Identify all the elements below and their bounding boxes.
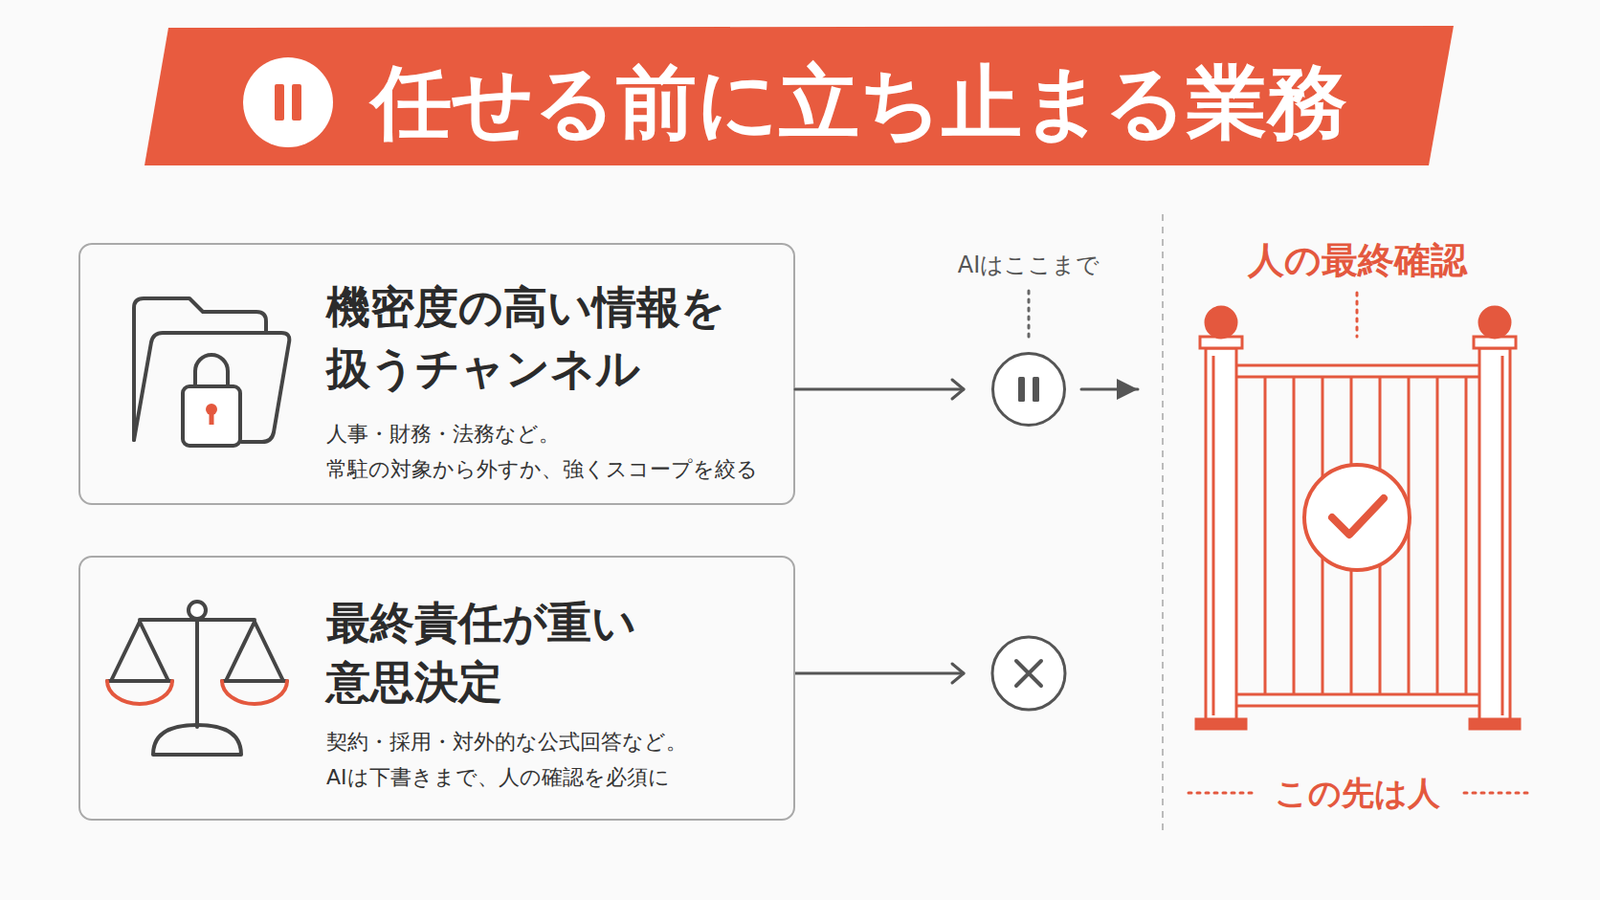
title-banner <box>144 25 1454 166</box>
title-text: 任せる前に立ち止まる業務 <box>371 62 1348 143</box>
gate-illustration <box>1205 307 1237 338</box>
flow-arrow <box>795 388 964 392</box>
scales-icon <box>188 601 206 620</box>
folder-lock-icon <box>182 386 241 446</box>
gate-label: この先は人 <box>1143 777 1571 810</box>
title-banner <box>291 84 302 121</box>
scales-icon <box>222 679 288 684</box>
scales-icon <box>153 725 242 756</box>
category-box: 機密度の高い情報を扱うチャンネル人事・財務・法務など。 常駐の対象から外すか、強… <box>78 243 796 506</box>
stop-arrow <box>795 672 964 676</box>
leader-line <box>1464 792 1530 796</box>
pause-outline <box>993 354 1066 426</box>
leader-line <box>1188 792 1254 796</box>
leader-line <box>1028 290 1530 794</box>
leader-line <box>1355 292 1359 337</box>
folder-lock-icon <box>209 411 215 425</box>
gate-illustration <box>1332 498 1384 535</box>
scales-icon <box>107 601 288 756</box>
box-heading: 最終責任が重い意思決定 <box>326 593 652 712</box>
scales-icon <box>225 622 284 682</box>
gate-illustration <box>1212 355 1216 716</box>
gate-illustration <box>1236 376 1480 379</box>
gate-illustration <box>1436 377 1440 695</box>
box-body: 人事・財務・法務など。 常駐の対象から外すか、強くスコープを絞る <box>326 417 777 489</box>
scales-icon <box>107 679 173 684</box>
divider-line <box>1162 214 1164 837</box>
stop-symbol <box>992 637 1066 711</box>
gate-illustration <box>1205 348 1237 722</box>
gate-illustration <box>1264 377 1267 695</box>
scales-icon <box>107 681 173 705</box>
gate-illustration <box>1465 377 1468 695</box>
gate-area: 人の最終確認この先は人 <box>1143 239 1571 814</box>
pause-bar <box>1018 377 1025 402</box>
pause-symbol <box>991 352 1067 427</box>
category-box: 最終責任が重い意思決定契約・採用・対外的な公式回答など。 AIは下書きまで、人の… <box>78 555 796 822</box>
gate-illustration <box>1236 693 1480 697</box>
gate-illustration <box>1479 348 1511 722</box>
gate-illustration <box>1501 355 1505 716</box>
folder-lock-icon <box>133 298 289 446</box>
scales-icon <box>195 622 200 728</box>
stop-symbol <box>992 637 1066 711</box>
box-body: 契約・採用・対外的な公式回答など。 AIは下書きまで、人の確認を必須に <box>326 725 777 797</box>
stop-arrow <box>952 664 964 684</box>
gate-illustration <box>1304 465 1410 571</box>
divider-line <box>1161 214 1164 837</box>
scales-icon <box>111 622 169 682</box>
flow-arrow <box>1081 388 1138 392</box>
scales-icon <box>222 681 288 705</box>
callout-label: AIはここまで <box>913 253 1144 277</box>
title-banner <box>274 84 285 121</box>
gate-illustration <box>1469 719 1520 730</box>
folder-lock-icon <box>195 355 228 387</box>
gate-label: 人の最終確認 <box>1143 242 1571 279</box>
gate-illustration <box>1236 364 1480 368</box>
leader-line <box>1027 290 1031 337</box>
box-heading: 機密度の高い情報を扱うチャンネル <box>326 277 748 400</box>
stop-symbol <box>1016 661 1042 687</box>
gate-illustration <box>1236 705 1480 709</box>
gate-illustration <box>1196 719 1246 730</box>
gate-illustration <box>1479 307 1511 338</box>
title-banner <box>144 25 1454 166</box>
pause-bar <box>1032 377 1040 402</box>
pause-circle: AIはここまで <box>991 352 1067 427</box>
gate-illustration <box>1292 377 1296 695</box>
title-banner <box>243 57 334 148</box>
stop-arrow <box>795 664 964 684</box>
gate-illustration <box>1196 307 1520 730</box>
